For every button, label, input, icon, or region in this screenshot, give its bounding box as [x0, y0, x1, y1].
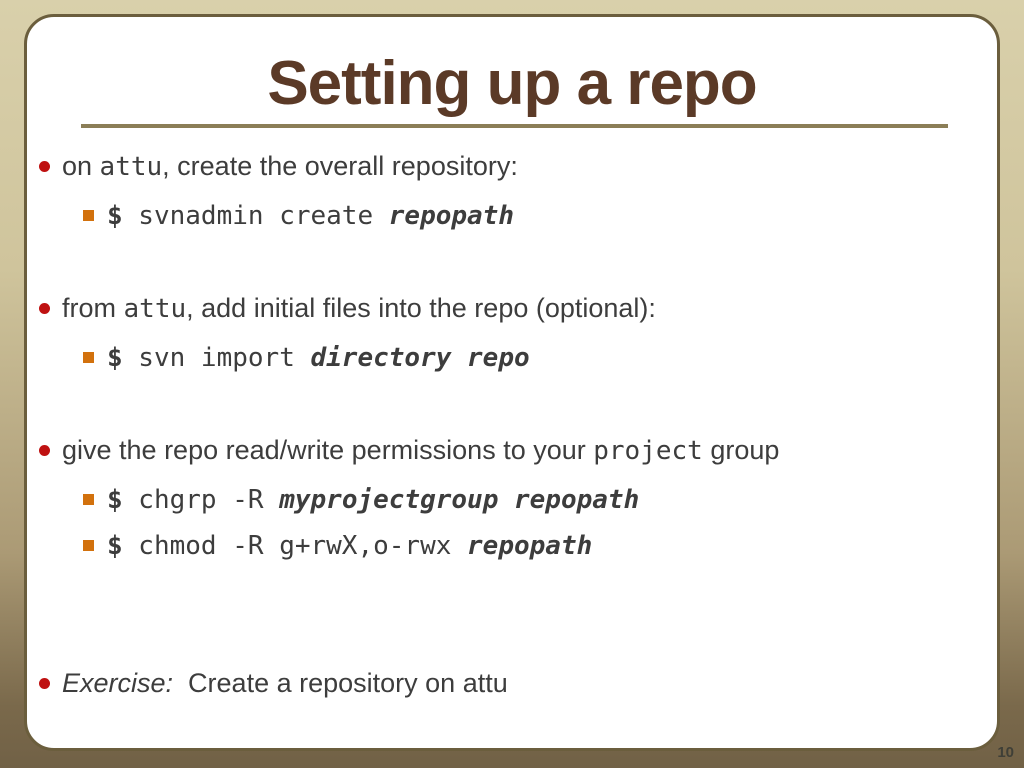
text-run: svnadmin create: [122, 200, 389, 231]
text-run: chgrp -R: [122, 484, 280, 515]
page-number: 10: [997, 744, 1014, 761]
bullet-item: on attu, create the overall repository:: [39, 148, 518, 184]
bullet-item: from attu, add initial files into the re…: [39, 290, 656, 326]
text-run: give the repo read/write permissions to …: [62, 434, 594, 465]
bullet-text: give the repo read/write permissions to …: [62, 435, 779, 466]
bullet-item: Exercise: Create a repository on attu: [39, 665, 508, 701]
text-run: $: [107, 530, 123, 561]
bullet-text: $ chmod -R g+rwX,o-rwx repopath: [107, 530, 592, 561]
text-run: on: [62, 150, 100, 181]
bullet-text: $ svnadmin create repopath: [107, 200, 514, 231]
bullet-text: $ chgrp -R myprojectgroup repopath: [107, 484, 639, 515]
text-run: project: [593, 435, 703, 466]
text-run: , create the overall repository:: [162, 150, 518, 181]
bullet-text: $ svn import directory repo: [107, 342, 530, 373]
code-bullet-item: $ chgrp -R myprojectgroup repopath: [83, 481, 639, 517]
text-run: $: [107, 200, 123, 231]
bullet-text: on attu, create the overall repository:: [62, 151, 518, 182]
text-run: repopath: [388, 200, 514, 231]
text-run: chmod -R g+rwX,o-rwx: [122, 530, 468, 561]
slide-panel: Setting up a repo on attu, create the ov…: [24, 14, 1000, 751]
text-run: attu: [123, 293, 187, 324]
text-run: from: [62, 292, 124, 323]
bullet-item: give the repo read/write permissions to …: [39, 432, 779, 468]
red-dot-bullet-icon: [39, 444, 50, 456]
text-run: attu: [99, 151, 163, 182]
text-run: repopath: [467, 530, 593, 561]
text-run: $: [107, 342, 123, 373]
red-dot-bullet-icon: [39, 160, 50, 172]
code-bullet-item: $ svn import directory repo: [83, 339, 530, 375]
orange-square-bullet-icon: [83, 209, 94, 221]
bullet-text: from attu, add initial files into the re…: [62, 293, 656, 324]
red-dot-bullet-icon: [39, 677, 50, 689]
text-run: group: [702, 434, 780, 465]
text-run: myprojectgroup repopath: [279, 484, 640, 515]
text-run: directory repo: [310, 342, 530, 373]
orange-square-bullet-icon: [83, 539, 94, 551]
red-dot-bullet-icon: [39, 302, 50, 314]
bullet-text: Exercise: Create a repository on attu: [62, 668, 508, 699]
text-run: svn import: [122, 342, 311, 373]
text-run: , add initial files into the repo (optio…: [186, 292, 656, 323]
text-run: Exercise:: [62, 667, 174, 698]
code-bullet-item: $ chmod -R g+rwX,o-rwx repopath: [83, 527, 592, 563]
orange-square-bullet-icon: [83, 351, 94, 363]
slide-title: Setting up a repo: [267, 49, 757, 118]
code-bullet-item: $ svnadmin create repopath: [83, 197, 514, 233]
title-underline: [81, 124, 948, 128]
text-run: Create a repository on attu: [173, 667, 508, 698]
orange-square-bullet-icon: [83, 493, 94, 505]
text-run: $: [107, 484, 123, 515]
